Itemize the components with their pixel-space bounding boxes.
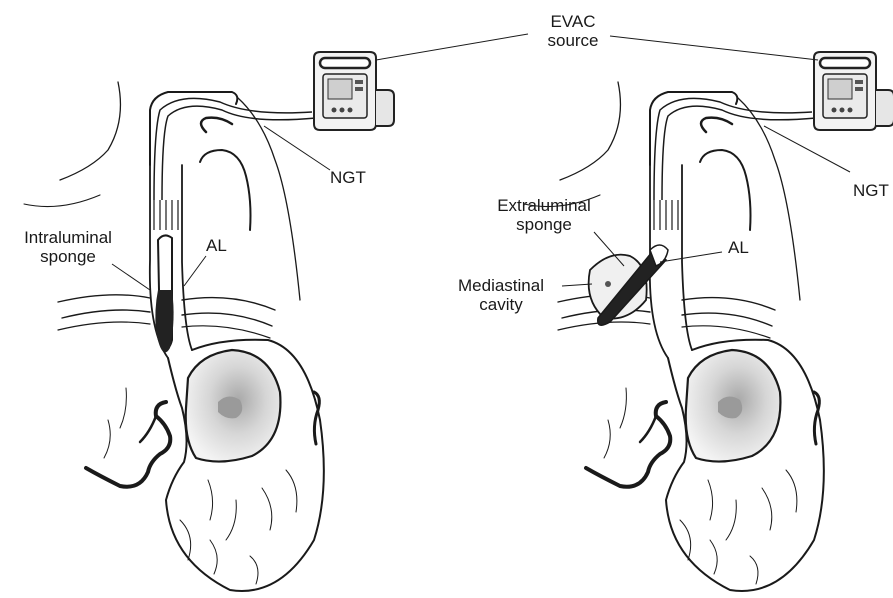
- left-intraluminal-leader: [112, 264, 150, 290]
- right-al-leader: [660, 252, 722, 262]
- left-ngt-leader: [264, 126, 330, 170]
- al-left-label: AL: [206, 236, 227, 255]
- evac-source-label: EVAC source: [528, 12, 618, 50]
- evac-label-line2: source: [528, 31, 618, 50]
- left-evac-device: [314, 52, 394, 130]
- evac-label-line1: EVAC: [528, 12, 618, 31]
- mediastinal-cavity-label: Mediastinal cavity: [446, 276, 556, 314]
- intraluminal-label-line2: sponge: [6, 247, 130, 266]
- intraluminal-sponge-label: Intraluminal sponge: [6, 228, 130, 266]
- ngt-right-label: NGT: [853, 181, 889, 200]
- left-al-leader: [184, 256, 206, 286]
- extraluminal-label-line2: sponge: [490, 215, 598, 234]
- extraluminal-sponge-label: Extraluminal sponge: [490, 196, 598, 234]
- mediastinal-label-line2: cavity: [446, 295, 556, 314]
- right-mediastinal-leader: [562, 284, 592, 286]
- right-panel: [524, 36, 893, 591]
- right-evac-leader: [610, 36, 818, 60]
- mediastinal-label-line1: Mediastinal: [446, 276, 556, 295]
- al-right-label: AL: [728, 238, 749, 257]
- ngt-left-label: NGT: [330, 168, 366, 187]
- intraluminal-label-line1: Intraluminal: [6, 228, 130, 247]
- right-evac-device: [814, 52, 893, 130]
- right-anatomy: [524, 82, 824, 591]
- left-anatomy: [24, 82, 324, 591]
- left-evac-leader: [376, 34, 528, 60]
- extraluminal-label-line1: Extraluminal: [490, 196, 598, 215]
